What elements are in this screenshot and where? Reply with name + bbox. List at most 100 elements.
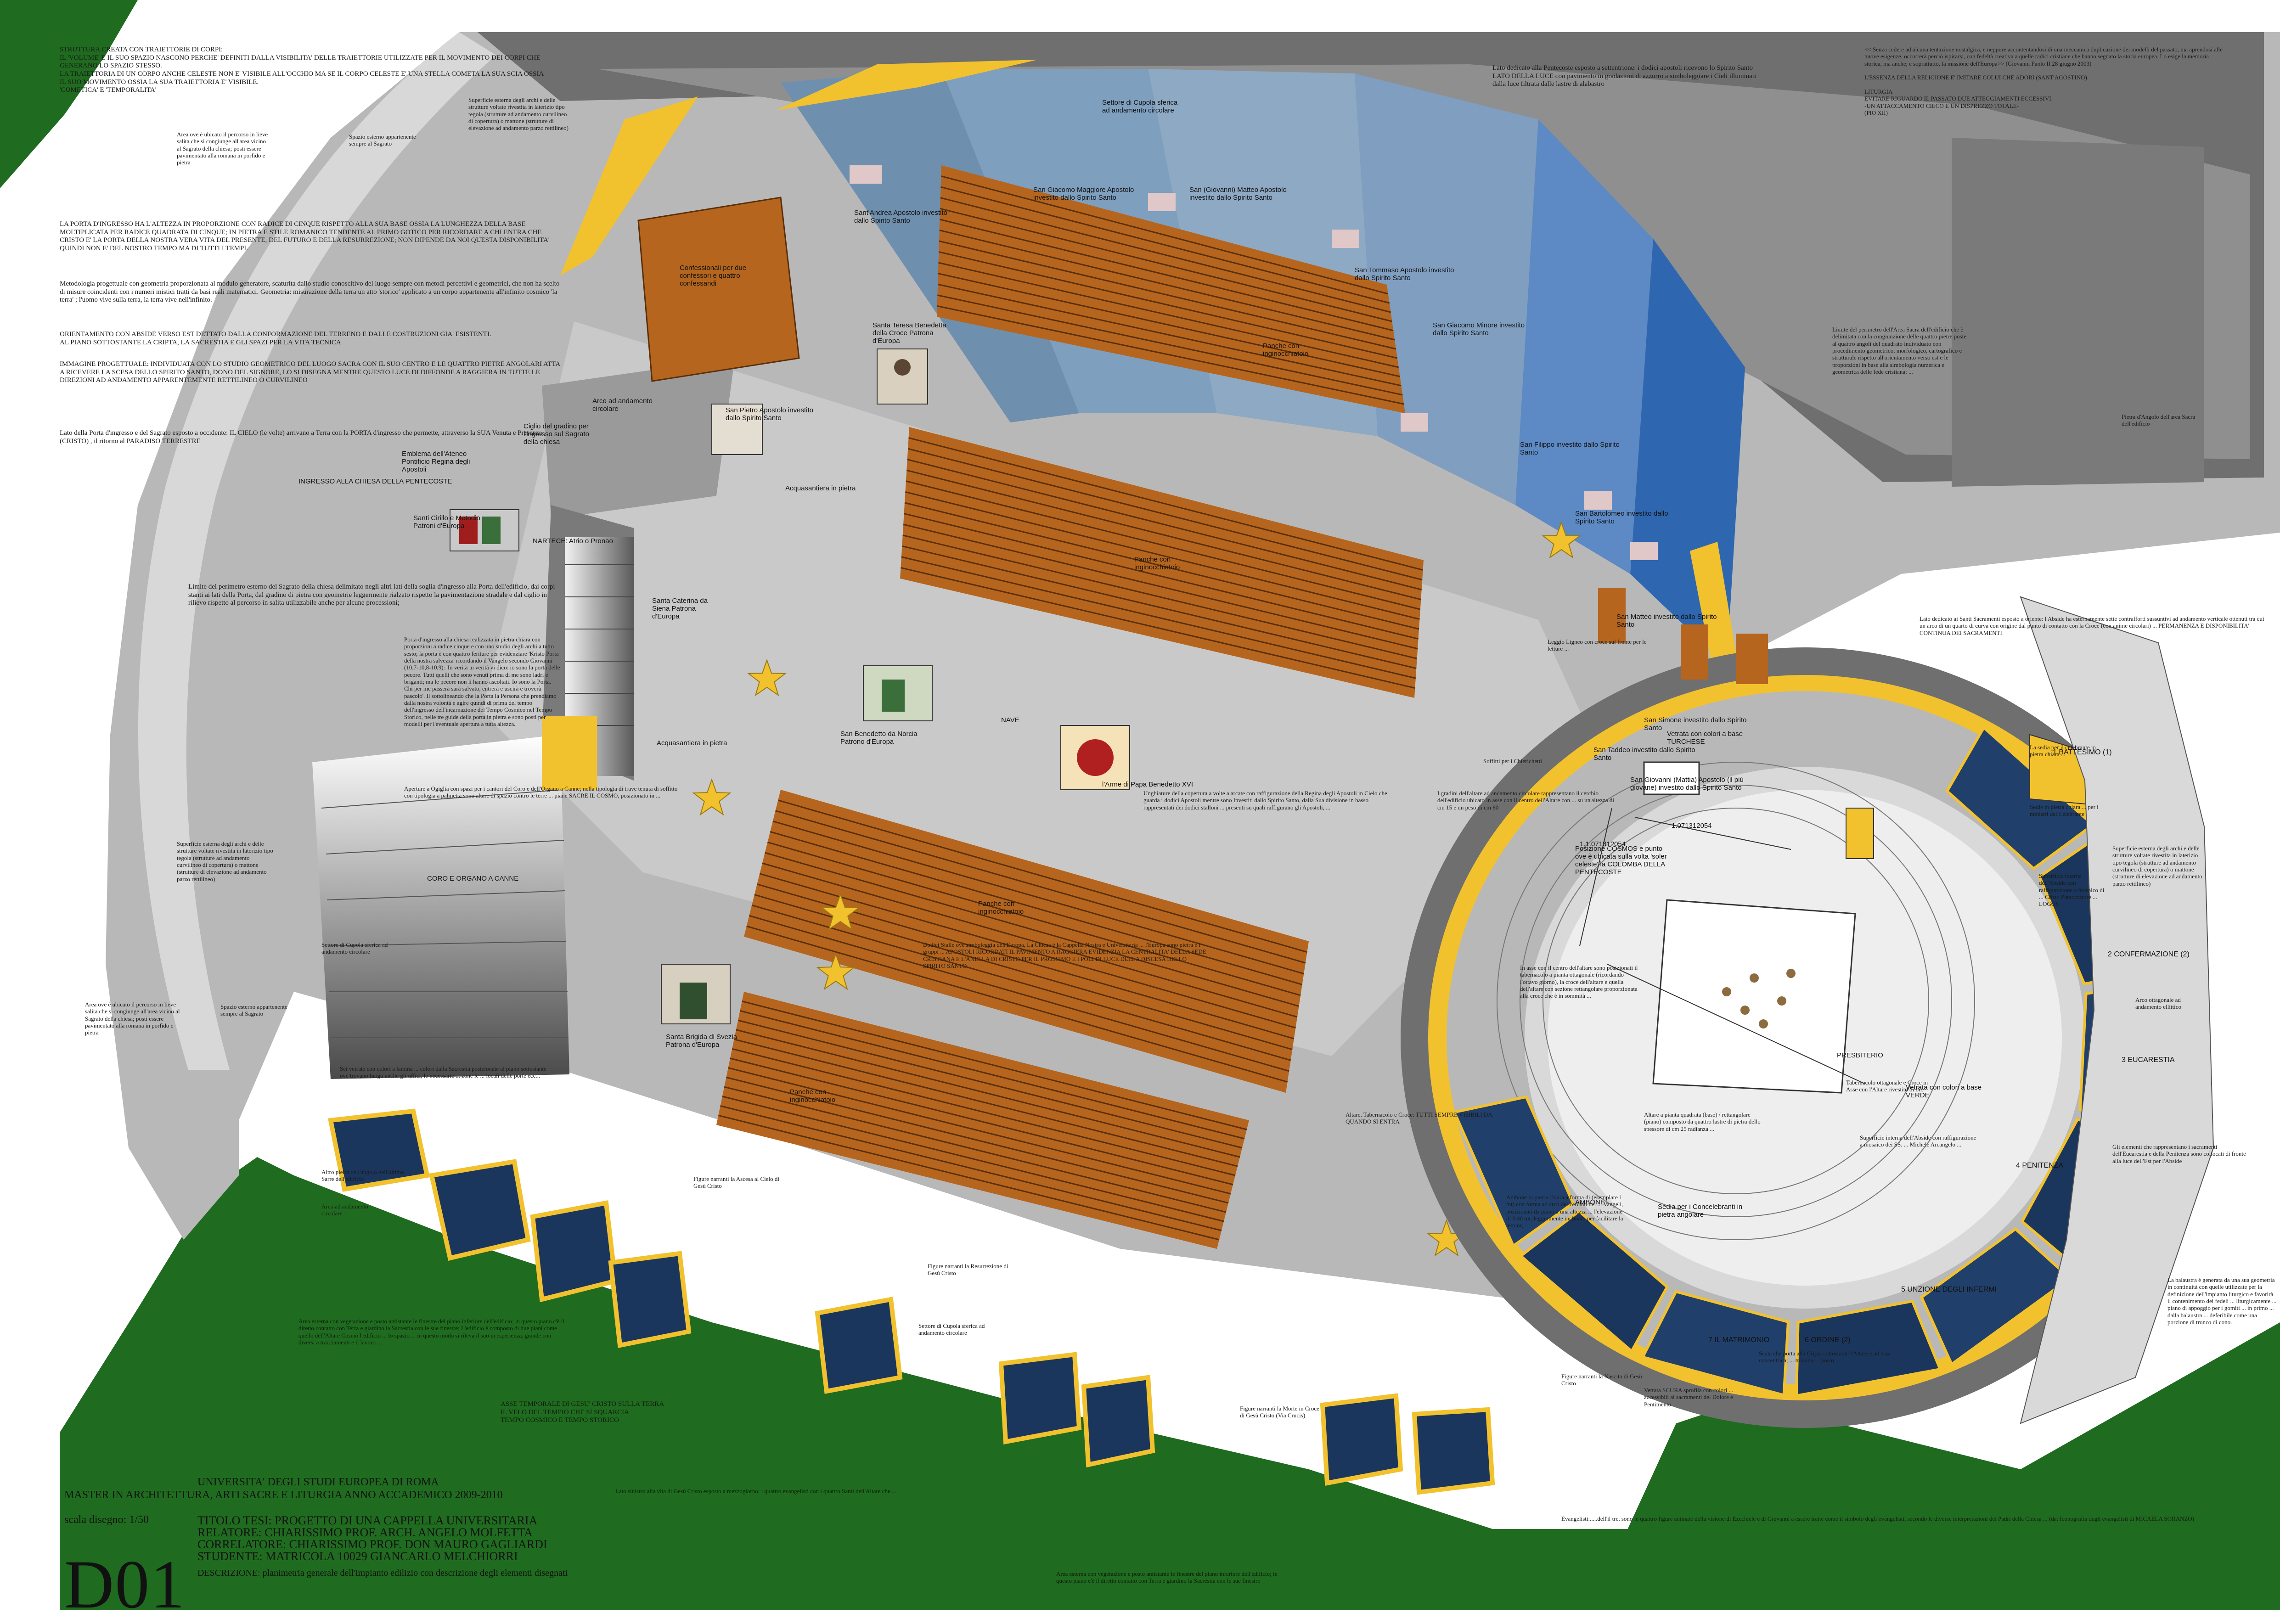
note-settore-cupola-bottom: Settore di Cupola sferica ad andamento c… [918, 1322, 985, 1337]
pew-row-lines [718, 175, 1423, 1241]
label-san-giacomo-min: San Giacomo Minore investito dallo Spiri… [1433, 321, 1525, 337]
title-block: UNIVERSITA' DEGLI STUDI EUROPEA DI ROMA … [64, 1476, 597, 1609]
pew-row-line [940, 186, 1390, 304]
stained-glass-pane [1412, 1407, 1495, 1495]
lectern-wood-3 [1736, 634, 1768, 684]
pew-row-line [740, 1010, 1245, 1140]
stained-glass-pane [328, 1108, 430, 1192]
pew-row-line [937, 305, 1404, 405]
note-aperture-coro: Aperture a Ogiglia con spazi per i canto… [404, 785, 678, 799]
pew-row-line [772, 820, 1304, 975]
label-acquasantiera-top: Acquasantiera in pietra [785, 484, 856, 492]
label-san-pietro: San Pietro Apostolo investito dallo Spir… [726, 406, 813, 422]
label-sede-pietra: Sedia per i Concelebranti in pietra ango… [1658, 1203, 1743, 1219]
note-strutture-traiettorie: STRUTTURA CREATA CON TRAIETTORIE DI CORP… [60, 46, 544, 94]
note-sei-vetrate: Sei vetrate con colori a lamina ... colo… [340, 1065, 546, 1079]
pew-row-line [737, 1019, 1243, 1149]
altar [1643, 761, 1700, 795]
note-lato-porta: Lato della Porta d'ingresso e del Sagrat… [60, 429, 542, 445]
pew-row-line [724, 1086, 1227, 1213]
label-sacramento-7: 7 IL MATRIMONIO [1708, 1336, 1770, 1344]
note-limite-sagrato: Limite del perimetro esterno del Sagrato… [188, 583, 555, 607]
note-gesu-ascesa: Figure narranti la Ascesa al Cielo di Ge… [693, 1175, 780, 1190]
pew-row-line [906, 480, 1421, 610]
label-panche-2: Panche con inginocchiatoio [1134, 556, 1180, 571]
label-sacramento-6: 6 ORDINE (2) [1805, 1336, 1851, 1344]
pew-row-line [762, 862, 1298, 1018]
label-sacramento-2: 2 CONFERMAZIONE (2) [2108, 950, 2190, 958]
note-sedie-ministri: Sedie in pietra chiara ... per i ministr… [2030, 804, 2099, 818]
sacrament-window [1640, 1290, 1790, 1397]
label-san-matteo: San Matteo investito dallo Spirito Santo [1616, 613, 1717, 629]
note-leggio: Leggio Ligneo con croce sul fronte per l… [1548, 638, 1647, 652]
note-area-percorso-top: Area ove è ubicato il percorso in lieve … [177, 131, 268, 166]
tabernacle [1846, 808, 1874, 859]
label-san-tommaso: San Tommaso Apostolo investito dallo Spi… [1355, 266, 1454, 282]
note-gradini-altare: I gradini dell'altare ad andamento circo… [1437, 790, 1614, 811]
star-icon [821, 893, 860, 931]
stained-glass-pane [428, 1159, 531, 1261]
pew-row-line [907, 448, 1423, 581]
pew-row-line [905, 491, 1420, 620]
note-immagine-progettuale: IMMAGINE PROGETTUALE: INDIVIDUATA CON LO… [60, 360, 560, 384]
apse-right-curve [2020, 596, 2214, 1424]
step-circle-2 [1520, 785, 1952, 1217]
pew-row-line [742, 1000, 1247, 1130]
gold-strip-top-1 [776, 60, 1038, 110]
san-benedetto-image [863, 665, 933, 721]
tb-thesis: TITOLO TESI: PROGETTO DI UNA CAPPELLA UN… [197, 1514, 538, 1527]
dimension-line-2 [1579, 808, 1612, 946]
label-sacramento-3: 3 EUCARESTIA [2122, 1056, 2175, 1064]
label-san-benedetto: San Benedetto da Norcia Patrono d'Europa [840, 730, 918, 746]
pew-row-line [937, 283, 1402, 387]
note-arco-circolare: Arco ad andamento circolare [321, 1203, 368, 1217]
note-superficie-archi-left: Superficie esterna degli archi e delle s… [177, 840, 273, 882]
green-area-bottom [60, 1157, 2280, 1610]
note-superficie-archi-top: Superficie esterna degli archi e delle s… [468, 96, 569, 132]
pew-row-line [751, 904, 1291, 1061]
pentecost-light-ray-1 [781, 69, 1079, 422]
pew-row-line [901, 556, 1416, 679]
label-san-simone: San Simone investito dallo Spirito Santo [1644, 716, 1747, 732]
sheet-code: D01 [64, 1546, 186, 1623]
papal-coat-of-arms [1060, 725, 1130, 790]
note-pietra-angolo: Pietra d'Angolo dell'area Sacra dell'edi… [2122, 413, 2196, 427]
candle-6 [1750, 973, 1759, 983]
pew-row-line [937, 294, 1403, 396]
tb-university: UNIVERSITA' DEGLI STUDI EUROPEA DI ROMA [197, 1476, 439, 1488]
label-settore-cupola-top: Settore di Cupola sferica ad andamento c… [1102, 99, 1178, 114]
santa-teresa-image [877, 348, 928, 405]
pew-row-line [734, 1039, 1238, 1167]
note-sacramenti-est: Gli elementi che rappresentano i sacrame… [2112, 1143, 2246, 1164]
tb-scale: scala disegno: 1/50 [64, 1514, 149, 1526]
tb-correlatore: CORRELATORE: CHIARISSIMO PROF. DON MAURO… [197, 1538, 547, 1551]
santi-cirillo-image [450, 509, 519, 551]
star-icon [816, 953, 856, 990]
left-wall-block [542, 358, 735, 519]
apse [1401, 647, 2209, 1428]
pew-row-line [718, 1114, 1220, 1241]
pew-row-line [767, 841, 1301, 996]
stained-glass-pane [815, 1297, 903, 1394]
pew-row-line [732, 1048, 1236, 1176]
pew-row-line [940, 175, 1389, 295]
label-santa-caterina: Santa Caterina da Siena Patrona d'Europa [652, 597, 708, 620]
note-area-percorso-bottom: Area ove è ubicato il percorso in lieve … [85, 1001, 180, 1036]
sacrament-window [1795, 1299, 1942, 1398]
pentecost-light-ray-5 [1515, 119, 1653, 574]
note-sedia-celebrante: La sedia per il celebrante in pietra chi… [2030, 744, 2096, 758]
label-dim-1: 1.071312054 [1672, 822, 1712, 830]
outer-path-ring [138, 32, 496, 1070]
label-ingresso-pentecoste: INGRESSO ALLA CHIESA DELLA PENTECOSTE [298, 478, 452, 485]
label-nartece: NARTECE: Atrio o Pronao [533, 537, 613, 545]
santa-brigida-image [661, 964, 731, 1024]
pew-row-line [765, 852, 1299, 1007]
pew-row-line [775, 810, 1306, 964]
label-san-giovanni-ap: San (Giovanni) Matteo Apostolo investito… [1189, 186, 1287, 202]
stained-glass-pane [1081, 1375, 1155, 1468]
pew-row-line [940, 197, 1391, 313]
note-metodologia: Metodologia progettuale con geometria pr… [60, 280, 560, 304]
note-vetrata-scura: Vetrata SCURA sprofila con colori ... ac… [1644, 1387, 1734, 1408]
stained-glass-pane [530, 1200, 618, 1303]
